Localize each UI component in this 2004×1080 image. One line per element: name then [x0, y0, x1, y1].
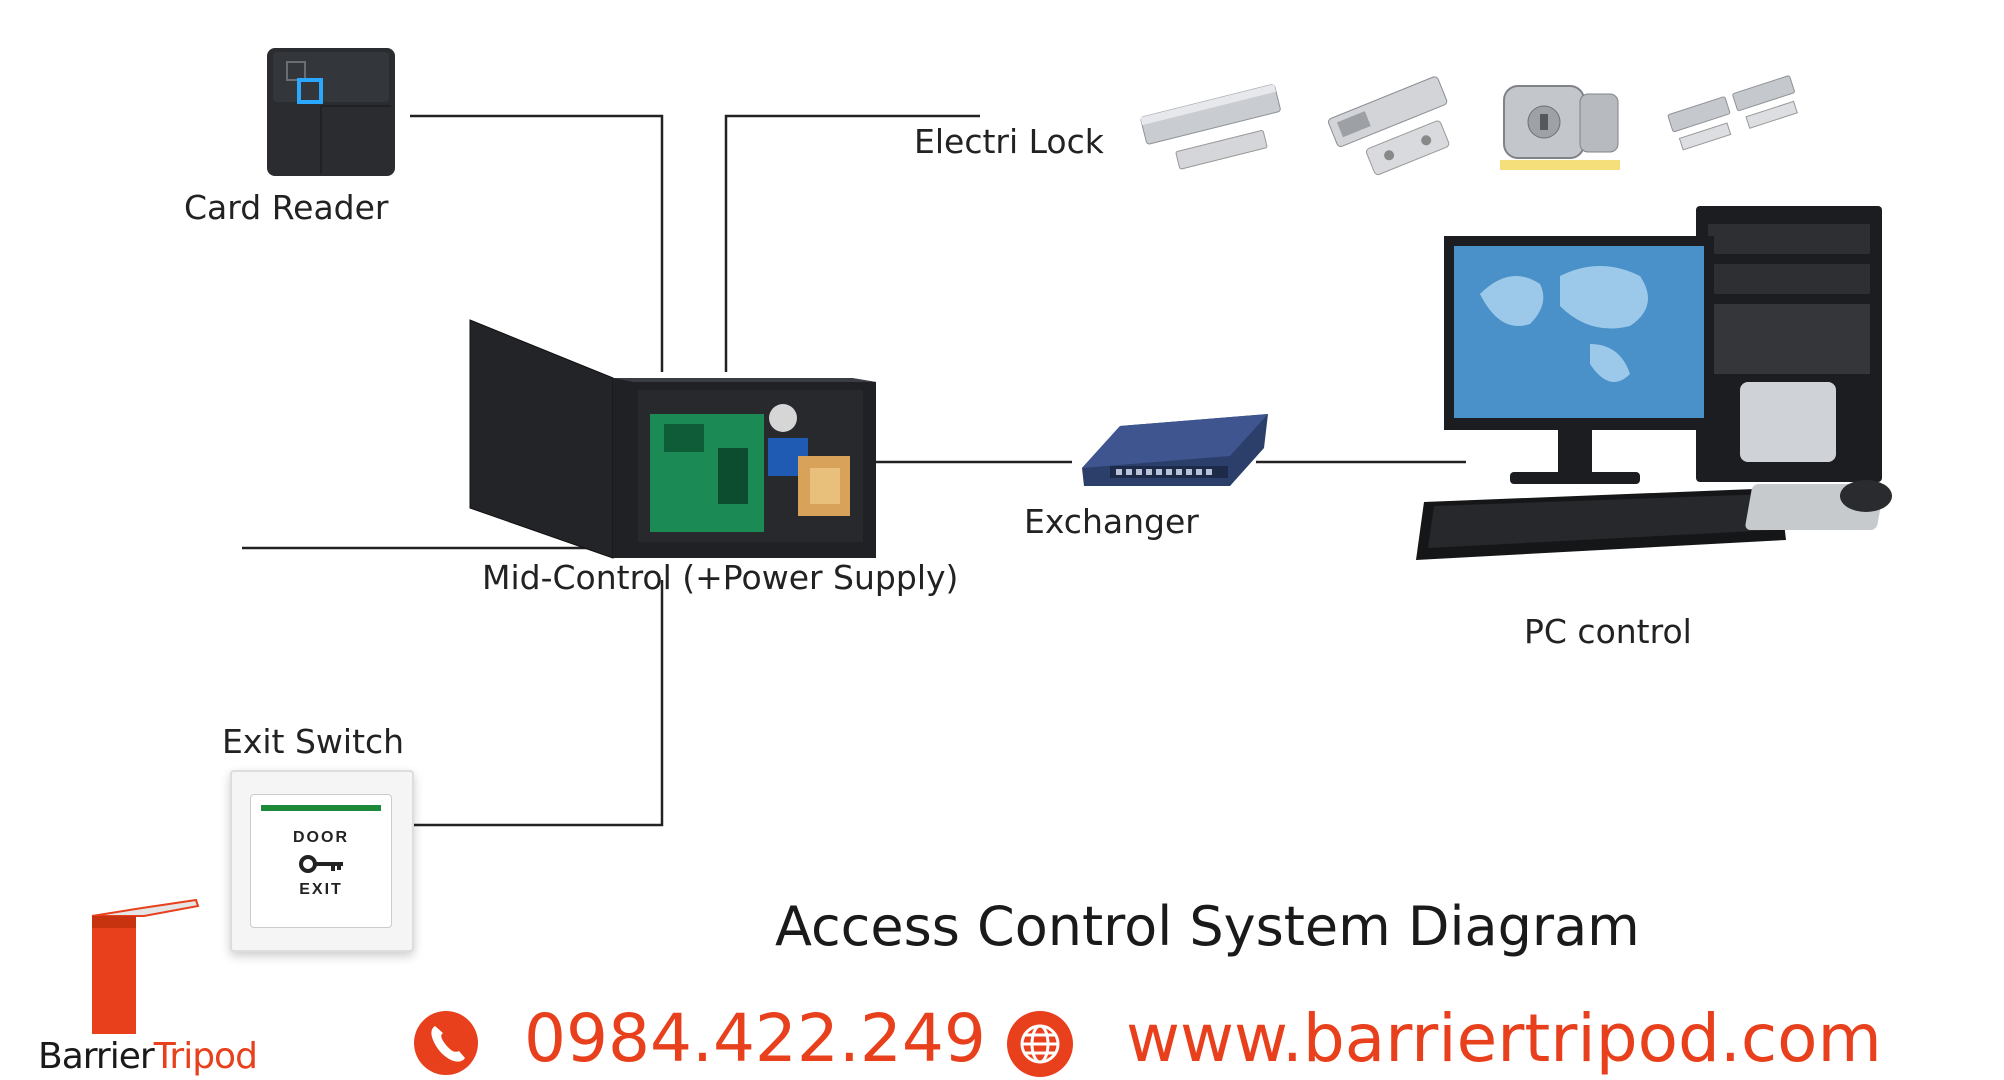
- brand-text-tripod: Tripod: [153, 1036, 258, 1077]
- electric-lock-label: Electri Lock: [914, 122, 1104, 161]
- exit-switch-label: Exit Switch: [222, 722, 405, 761]
- exit-switch-plate: DOOR EXIT: [230, 770, 414, 952]
- exit-switch-exit-text: EXIT: [299, 881, 343, 898]
- pc-control-image: [1416, 206, 1892, 560]
- diagram-title: Access Control System Diagram: [775, 895, 1640, 958]
- phone-icon: [414, 1011, 478, 1075]
- line-electric-lock: [724, 114, 980, 372]
- rim-lock-image: [1500, 85, 1620, 170]
- exit-switch-button: DOOR EXIT: [250, 794, 392, 928]
- globe-icon: [1007, 1011, 1073, 1077]
- brand-logo-text: BarrierTripod: [38, 1036, 258, 1077]
- barrier-gate-logo-icon: [91, 898, 200, 1034]
- exit-switch-indicator: [261, 805, 381, 811]
- website-url[interactable]: www.barriertripod.com: [1126, 1000, 1882, 1077]
- exit-switch-door-text: DOOR: [293, 829, 349, 846]
- exchanger-switch-image: [1082, 414, 1268, 486]
- bolt-lock-image: [1328, 76, 1450, 176]
- mid-control-label: Mid-Control (+Power Supply): [482, 558, 959, 597]
- line-exit-switch: [410, 580, 664, 827]
- brand-text-barrier: Barrier: [38, 1036, 155, 1077]
- magnetic-lock-image: [1140, 84, 1281, 170]
- exchanger-label: Exchanger: [1024, 502, 1199, 541]
- card-reader-label: Card Reader: [184, 188, 389, 227]
- line-card-reader: [410, 114, 664, 372]
- mid-control-box-image: [469, 319, 876, 559]
- phone-number[interactable]: 0984.422.249: [524, 1000, 986, 1077]
- pc-control-label: PC control: [1524, 612, 1692, 651]
- key-icon: [299, 855, 343, 873]
- small-magnetic-lock-image: [1667, 75, 1798, 151]
- card-reader-image: [267, 48, 395, 176]
